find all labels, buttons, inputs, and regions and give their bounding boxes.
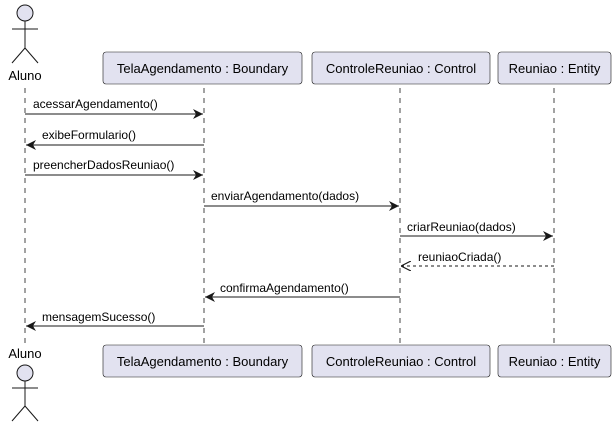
participant-label: TelaAgendamento : Boundary <box>117 354 289 369</box>
message-3: preencherDadosReuniao() <box>25 158 203 180</box>
message-label: criarReuniao(dados) <box>407 220 516 234</box>
message-2: exibeFormulario() <box>26 128 204 150</box>
message-5: criarReuniao(dados) <box>400 220 553 241</box>
participant-label: Reuniao : Entity <box>509 354 601 369</box>
actor-label: Aluno <box>8 68 41 83</box>
message-label: exibeFormulario() <box>42 128 136 142</box>
actor-aluno-top: Aluno <box>8 4 42 83</box>
message-6: reuniaoCriada() <box>401 250 554 266</box>
participant-label: ControleReuniao : Control <box>326 354 476 369</box>
message-7: confirmaAgendamento() <box>205 281 400 302</box>
message-label: confirmaAgendamento() <box>220 281 349 295</box>
actor-aluno-bottom: Aluno <box>8 346 42 422</box>
participant-reuniao-top: Reuniao : Entity <box>497 51 612 85</box>
message-label: mensagemSucesso() <box>42 310 155 324</box>
message-label: preencherDadosReuniao() <box>33 158 174 172</box>
participant-label: Reuniao : Entity <box>509 61 601 76</box>
actor-label: Aluno <box>8 346 41 361</box>
participant-label: TelaAgendamento : Boundary <box>117 61 289 76</box>
message-4: enviarAgendamento(dados) <box>204 189 399 211</box>
message-label: reuniaoCriada() <box>418 250 501 264</box>
participant-label: ControleReuniao : Control <box>326 61 476 76</box>
participant-tela-top: TelaAgendamento : Boundary <box>102 51 303 85</box>
participant-reuniao-bottom: Reuniao : Entity <box>497 344 612 378</box>
message-label: acessarAgendamento() <box>33 97 158 111</box>
message-label: enviarAgendamento(dados) <box>211 189 359 203</box>
participant-tela-bottom: TelaAgendamento : Boundary <box>102 344 303 378</box>
stick-figure-icon <box>11 364 39 422</box>
message-1: acessarAgendamento() <box>25 97 203 119</box>
participant-controle-bottom: ControleReuniao : Control <box>311 344 491 378</box>
participant-controle-top: ControleReuniao : Control <box>311 51 491 85</box>
message-8: mensagemSucesso() <box>26 310 204 331</box>
stick-figure-icon <box>11 4 39 64</box>
